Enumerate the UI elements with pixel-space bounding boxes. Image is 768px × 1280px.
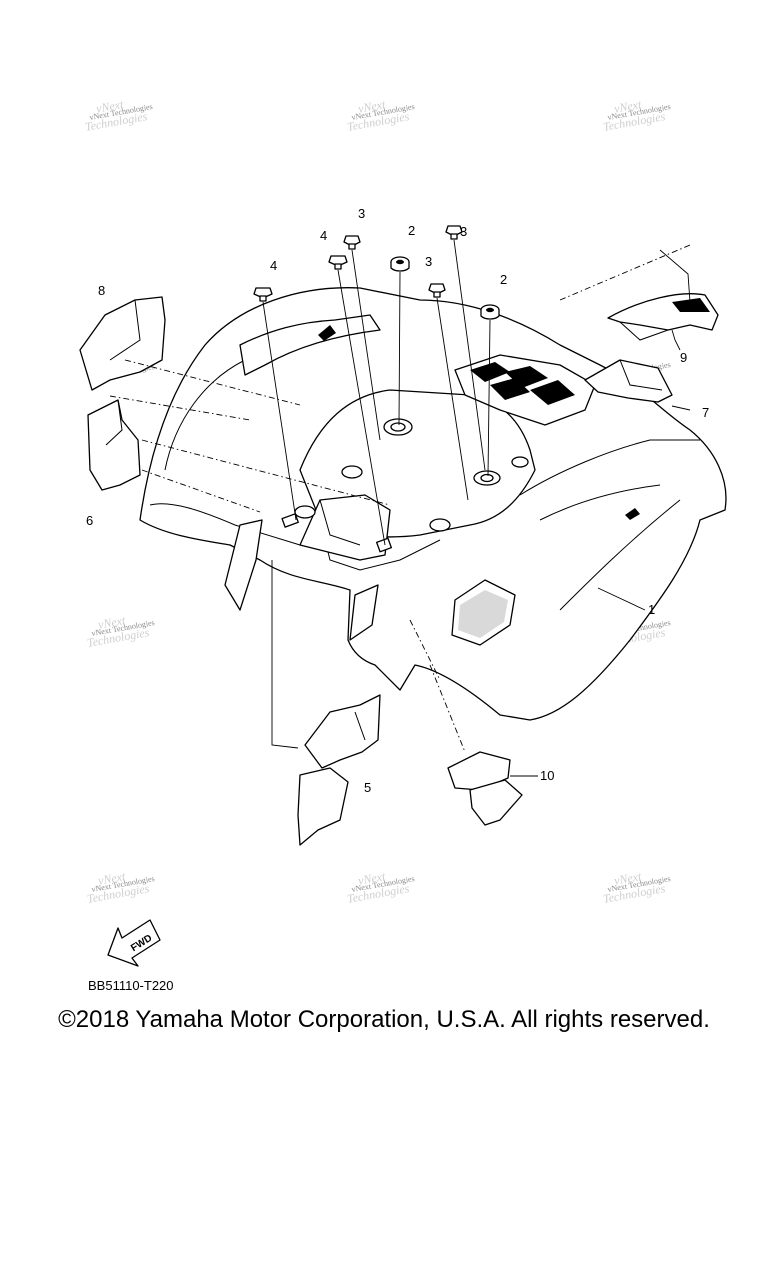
callout-3-c: 3 — [425, 254, 432, 269]
callout-8: 8 — [98, 283, 105, 298]
bolt-part-3-b — [445, 225, 463, 240]
mud-flap-part-5 — [271, 560, 381, 846]
svg-text:vNext: vNext — [357, 869, 387, 888]
bolt-part-3-c — [428, 283, 446, 298]
watermark-bottom-center: vNext vNext Technologies Technologies — [346, 869, 415, 906]
fastener-leaders — [262, 239, 491, 546]
leader-part-1 — [597, 587, 646, 611]
panel-part-6 — [87, 399, 391, 513]
svg-text:vNext: vNext — [613, 97, 643, 116]
watermark-bottom-right: vNext vNext Technologies Technologies — [602, 869, 671, 906]
callout-4-a: 4 — [270, 258, 277, 273]
callout-4-b: 4 — [320, 228, 327, 243]
screw-part-4-a — [253, 287, 273, 302]
watermark-bottom-left: vNext vNext Technologies Technologies — [86, 869, 155, 906]
diagram-code: BB51110-T220 — [88, 978, 174, 993]
copyright-notice: ©2018 Yamaha Motor Corporation, U.S.A. A… — [58, 1006, 710, 1033]
callout-3-b: 3 — [460, 224, 467, 239]
callout-6: 6 — [86, 513, 93, 528]
rear-fender-part-1 — [139, 287, 727, 721]
watermark-top-right: vNext vNext Technologies Technologies — [602, 97, 671, 134]
cover-part-9 — [559, 244, 719, 351]
grommet-part-2-b — [480, 304, 500, 320]
watermark-low-left: vNext vNext Technologies Technologies — [86, 613, 155, 650]
panel-part-8 — [79, 296, 301, 421]
callout-5: 5 — [364, 780, 371, 795]
screw-part-4-b — [328, 255, 348, 270]
bolt-part-3-a — [343, 235, 361, 250]
mud-flap-part-10 — [409, 619, 538, 826]
callout-7: 7 — [702, 405, 709, 420]
callout-9: 9 — [680, 350, 687, 365]
svg-text:vNext: vNext — [97, 869, 127, 888]
watermark-top-left: vNext vNext Technologies Technologies — [84, 97, 153, 134]
callout-1: 1 — [648, 602, 655, 617]
callout-3-a: 3 — [358, 206, 365, 221]
svg-text:vNext: vNext — [95, 97, 125, 116]
pad-part-7 — [584, 359, 691, 411]
fwd-arrow-icon: FWD — [107, 919, 161, 967]
grommet-part-2-a — [390, 256, 410, 272]
svg-text:vNext: vNext — [613, 869, 643, 888]
watermark-top-center: vNext vNext Technologies Technologies — [346, 97, 415, 134]
callout-2-a: 2 — [408, 223, 415, 238]
svg-text:vNext: vNext — [357, 97, 387, 116]
callout-10: 10 — [540, 768, 554, 783]
svg-text:vNext: vNext — [97, 613, 127, 632]
callout-2-b: 2 — [500, 272, 507, 287]
